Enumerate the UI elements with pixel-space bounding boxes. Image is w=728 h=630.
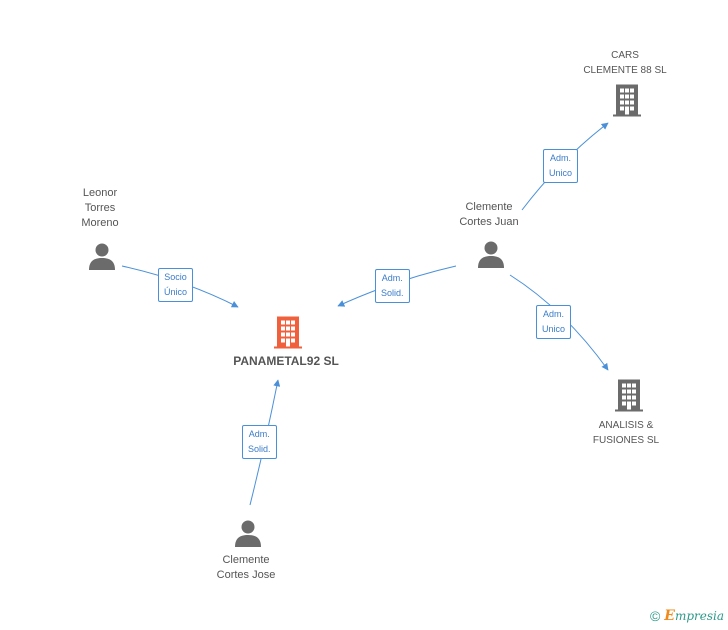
node-label-clemente-jose[interactable]: Clemente Cortes Jose [216,554,276,581]
node-label-panametal[interactable]: PANAMETAL92 SL [233,354,339,368]
copyright-icon: © [649,608,661,624]
person-icon[interactable] [478,241,504,269]
edge-label-juan-panametal: Adm. Solid. [375,269,410,303]
building-icon[interactable] [274,316,302,349]
brand-logo: Empresia [664,608,724,624]
building-icon[interactable] [613,84,641,117]
edge-label-leonor-panametal: Socio Único [158,268,194,302]
building-icon[interactable] [615,379,643,412]
person-icon[interactable] [89,243,115,271]
node-label-leonor[interactable]: Leonor Torres Moreno [81,187,119,229]
node-label-analisis[interactable]: ANALISIS & FUSIONES SL [592,420,660,446]
person-icon[interactable] [235,520,261,548]
edge-label-juan-cars: Adm. Unico [543,149,579,183]
edge-label-juan-analisis: Adm. Unico [536,305,572,339]
node-label-clemente-juan[interactable]: Clemente Cortes Juan [459,201,519,228]
node-label-cars[interactable]: CARS CLEMENTE 88 SL [583,50,667,76]
edge-label-jose-panametal: Adm. Solid. [242,425,277,459]
footer-brand[interactable]: © Empresia [650,608,724,624]
